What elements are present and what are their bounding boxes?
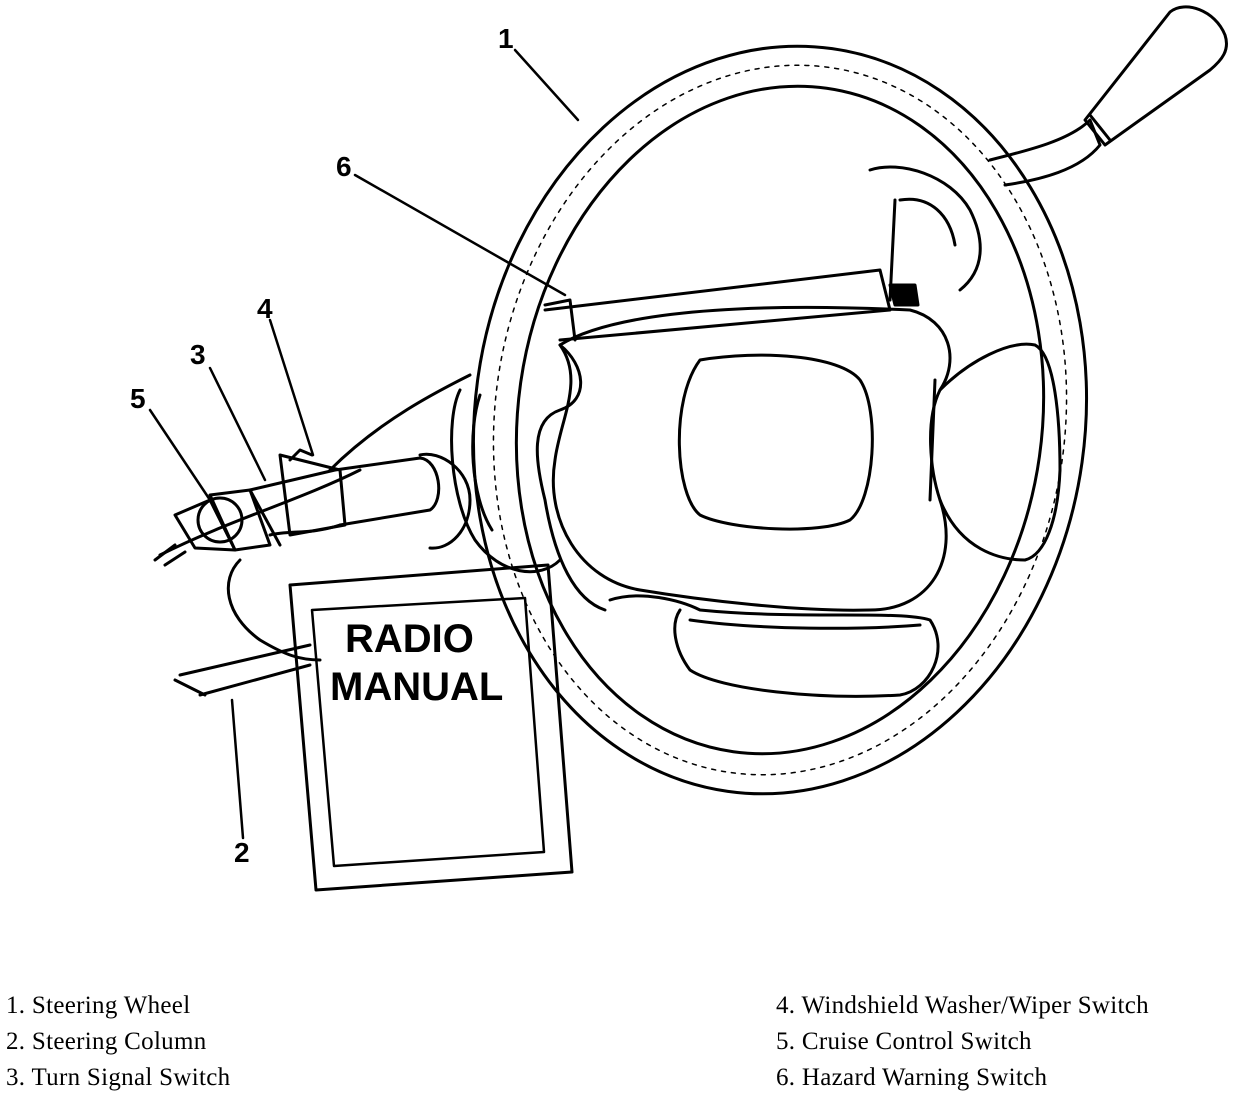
- radio-manual-tag: [288, 563, 574, 892]
- left-spoke: [535, 343, 607, 612]
- legend-right-column: 4. Windshield Washer/Wiper Switch 5. Cru…: [776, 988, 1149, 1096]
- callout-1: 1: [498, 23, 514, 54]
- dashboard-lines: [158, 373, 472, 697]
- callout-5: 5: [130, 383, 146, 414]
- legend-item: 5. Cruise Control Switch: [776, 1028, 1032, 1055]
- top-spoke: [868, 165, 982, 307]
- bottom-spoke: [608, 594, 940, 698]
- right-spoke: [928, 342, 1062, 562]
- callout-6: 6: [336, 151, 352, 182]
- legend-left-column: 1. Steering Wheel 2. Steering Column 3. …: [6, 988, 230, 1096]
- legend-item: 6. Hazard Warning Switch: [776, 1064, 1048, 1091]
- manual-title-line2: MANUAL: [330, 665, 503, 709]
- manual-title-line1: RADIO: [345, 617, 474, 661]
- callout-2: 2: [234, 837, 250, 868]
- hub: [543, 268, 952, 612]
- steering-column-illustration: 1 6 4 3 5 2 RADIO MANUAL: [130, 5, 1228, 892]
- legend-item: 1. Steering Wheel: [6, 992, 191, 1019]
- legend-item: 3. Turn Signal Switch: [6, 1064, 231, 1091]
- column-collar: [418, 388, 562, 574]
- steering-wheel-rim: [471, 44, 1089, 796]
- callout-4: 4: [257, 293, 273, 324]
- callout-3: 3: [190, 339, 206, 370]
- multifunction-lever: [153, 448, 441, 567]
- legend-item: 4. Windshield Washer/Wiper Switch: [776, 992, 1149, 1019]
- leader-lines: [148, 48, 580, 840]
- legend-item: 2. Steering Column: [6, 1028, 207, 1055]
- shift-lever: [988, 5, 1228, 187]
